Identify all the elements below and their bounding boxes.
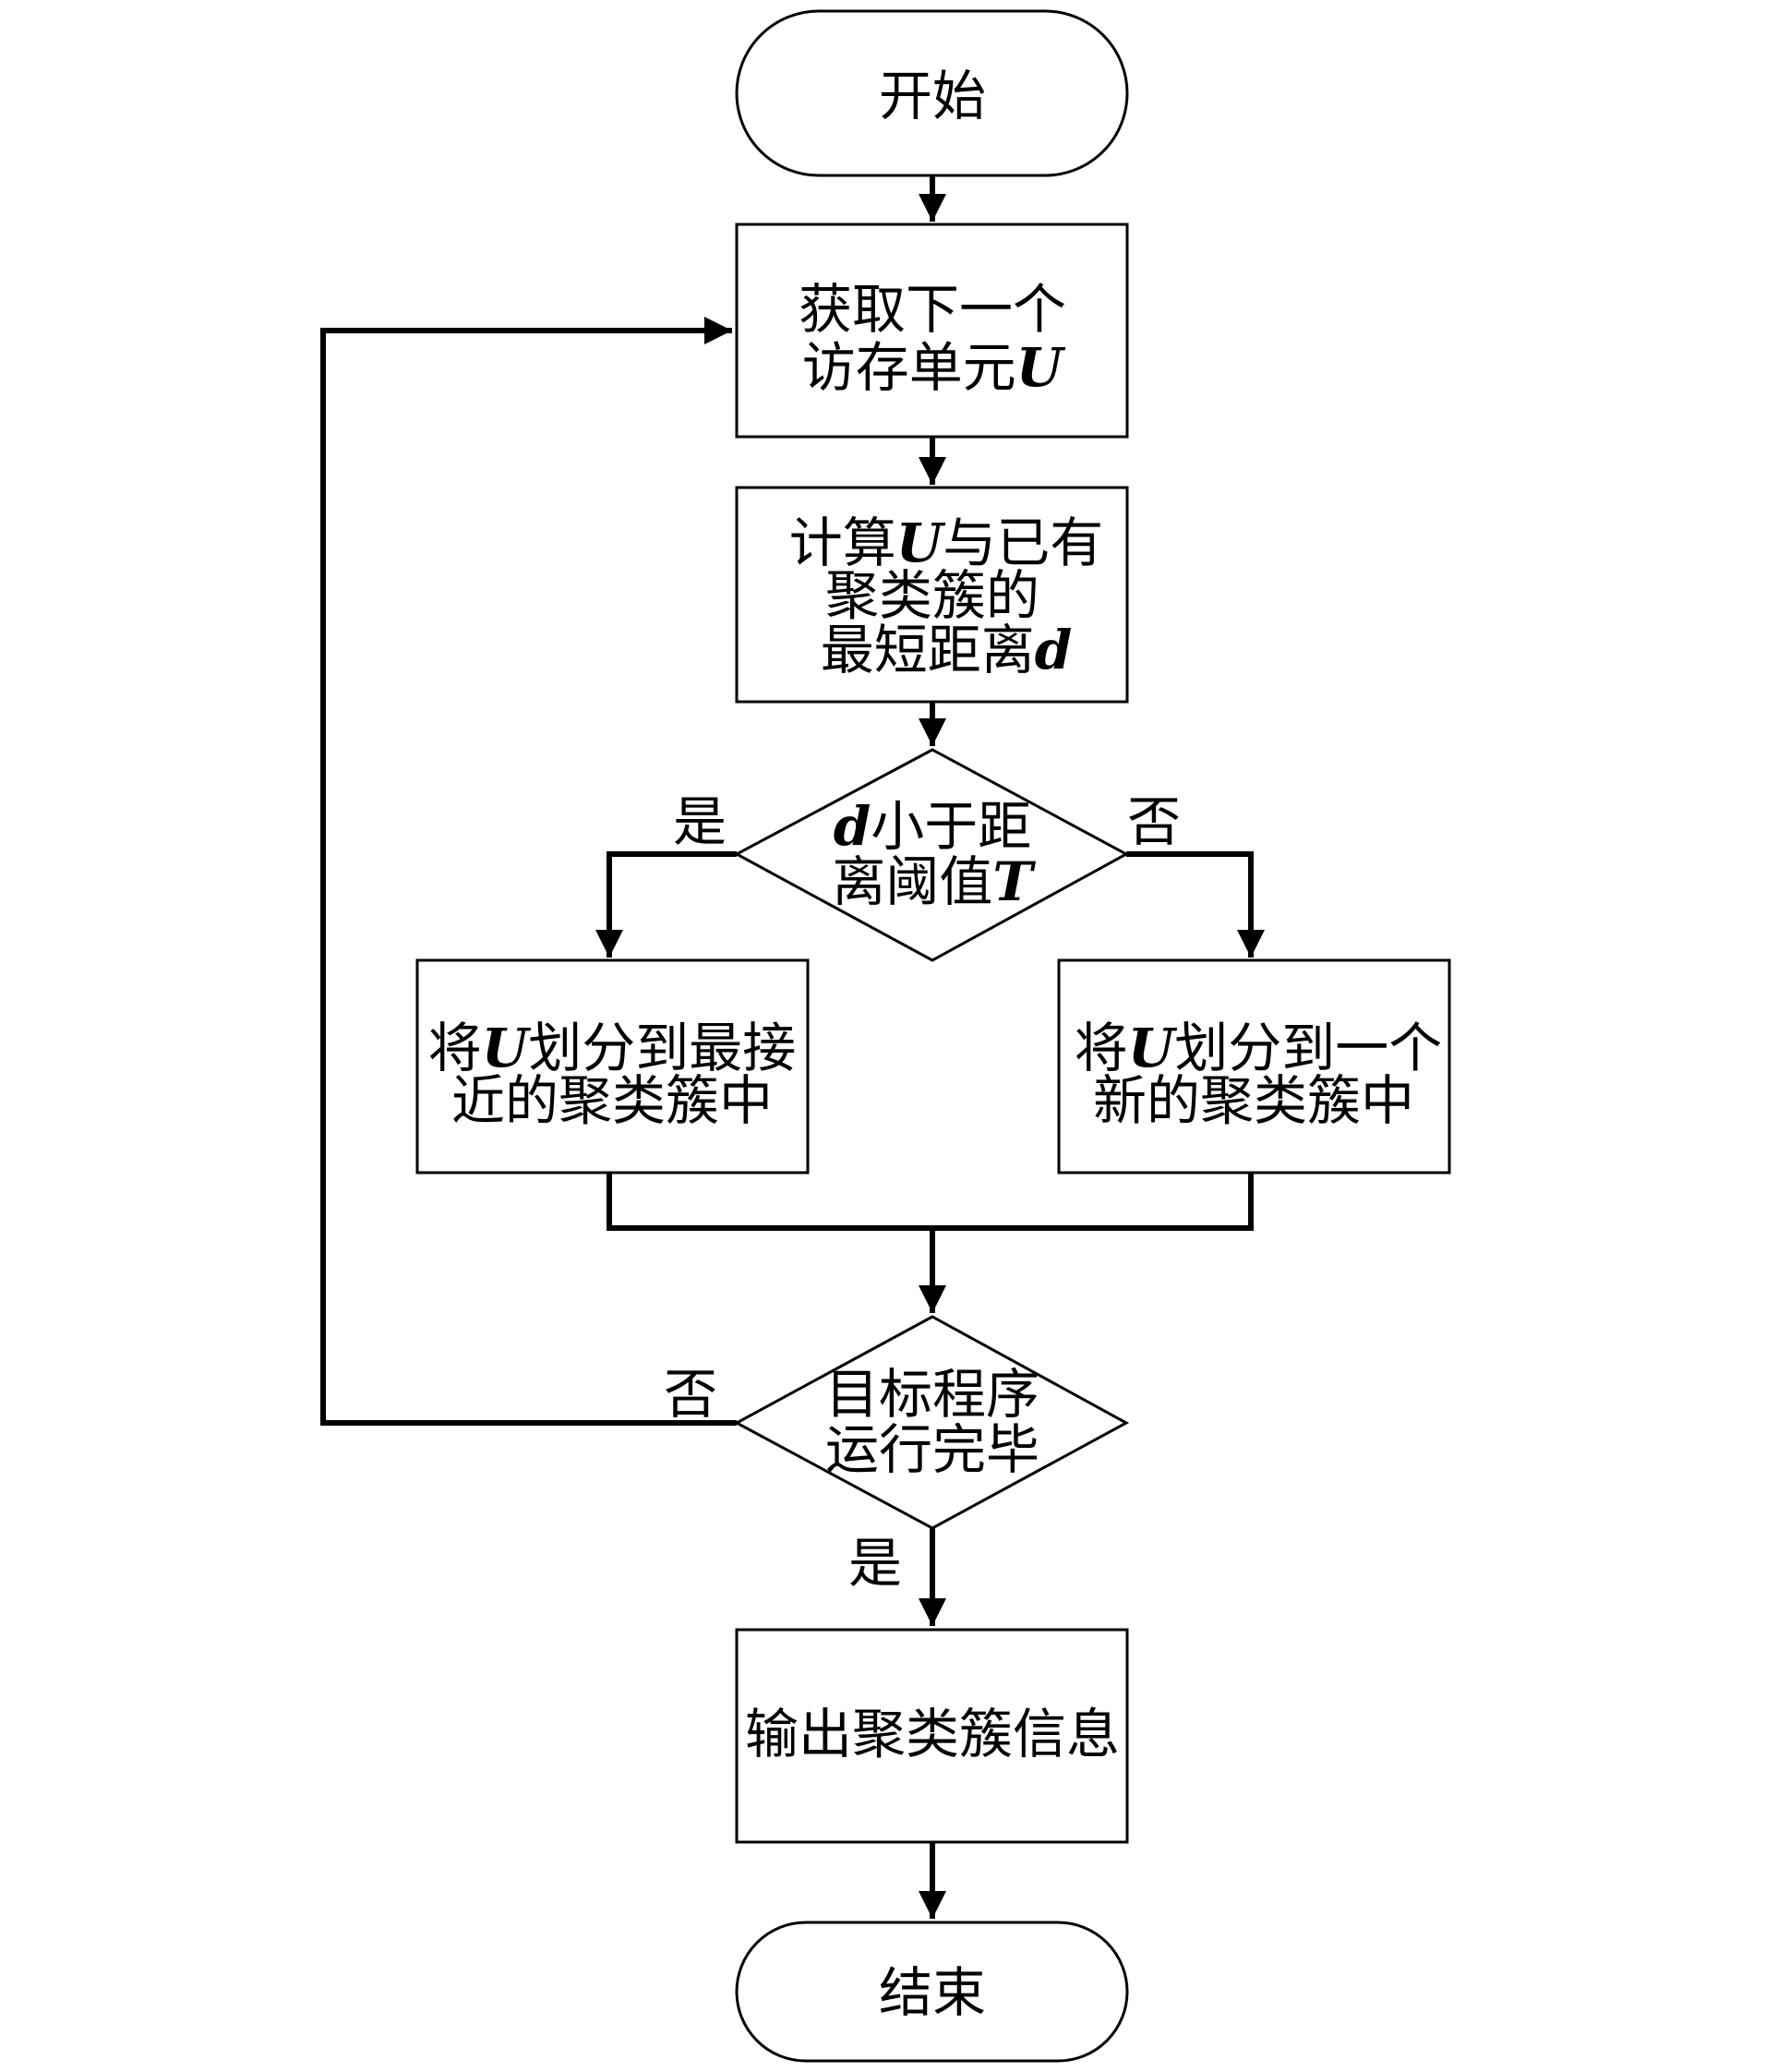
compute-distance-node: 计算U与已有 聚类簇的 最短距离d	[735, 486, 1129, 704]
assign-new-line-1: 将U划分到一个	[1075, 1017, 1443, 1079]
assign-new-line-2: 新的聚类簇中	[1093, 1069, 1414, 1132]
assign-nearest-line-2: 近的聚类簇中	[451, 1069, 773, 1132]
decision1-yes-label: 是	[673, 790, 727, 853]
decision2-line-1: 目标程序	[825, 1363, 1039, 1426]
start-node: 开始	[735, 9, 1129, 177]
decision-distance-threshold: d小于距 离阈值T	[733, 748, 1130, 962]
fetch-unit-node: 获取下一个 访存单元U	[735, 223, 1129, 439]
compute-line-3: 最短距离d	[821, 619, 1073, 681]
edge-merge	[607, 1173, 1254, 1231]
output-clusters-node: 输出聚类簇信息	[735, 1628, 1129, 1844]
output-label: 输出聚类簇信息	[745, 1703, 1120, 1765]
edge-decision1-no	[1126, 851, 1265, 958]
decision-program-finished: 目标程序 运行完毕	[733, 1315, 1130, 1530]
compute-line-1: 计算U与已有	[789, 512, 1104, 574]
decision1-line-2: 离阈值T	[832, 850, 1036, 913]
decision1-no-label: 否	[1127, 790, 1181, 853]
assign-nearest-cluster-node: 将U划分到最接 近的聚类簇中	[415, 958, 810, 1175]
compute-line-2: 聚类簇的	[825, 564, 1039, 627]
decision2-yes-label: 是	[848, 1532, 902, 1595]
decision2-no-label: 否	[664, 1363, 717, 1426]
start-label: 开始	[879, 65, 986, 127]
end-node: 结束	[735, 1921, 1129, 2063]
edge-decision1-yes	[595, 851, 737, 958]
assign-new-cluster-node: 将U划分到一个 新的聚类簇中	[1057, 958, 1451, 1175]
end-label: 结束	[879, 1961, 986, 2024]
decision1-line-1: d小于距	[834, 795, 1032, 858]
decision2-line-2: 运行完毕	[825, 1418, 1039, 1481]
edge-decision2-no-loop	[320, 317, 737, 1426]
fetch-line-1: 获取下一个	[799, 278, 1066, 341]
fetch-line-2: 访存单元U	[802, 336, 1066, 399]
assign-nearest-line-1: 将U划分到最接	[428, 1017, 797, 1079]
